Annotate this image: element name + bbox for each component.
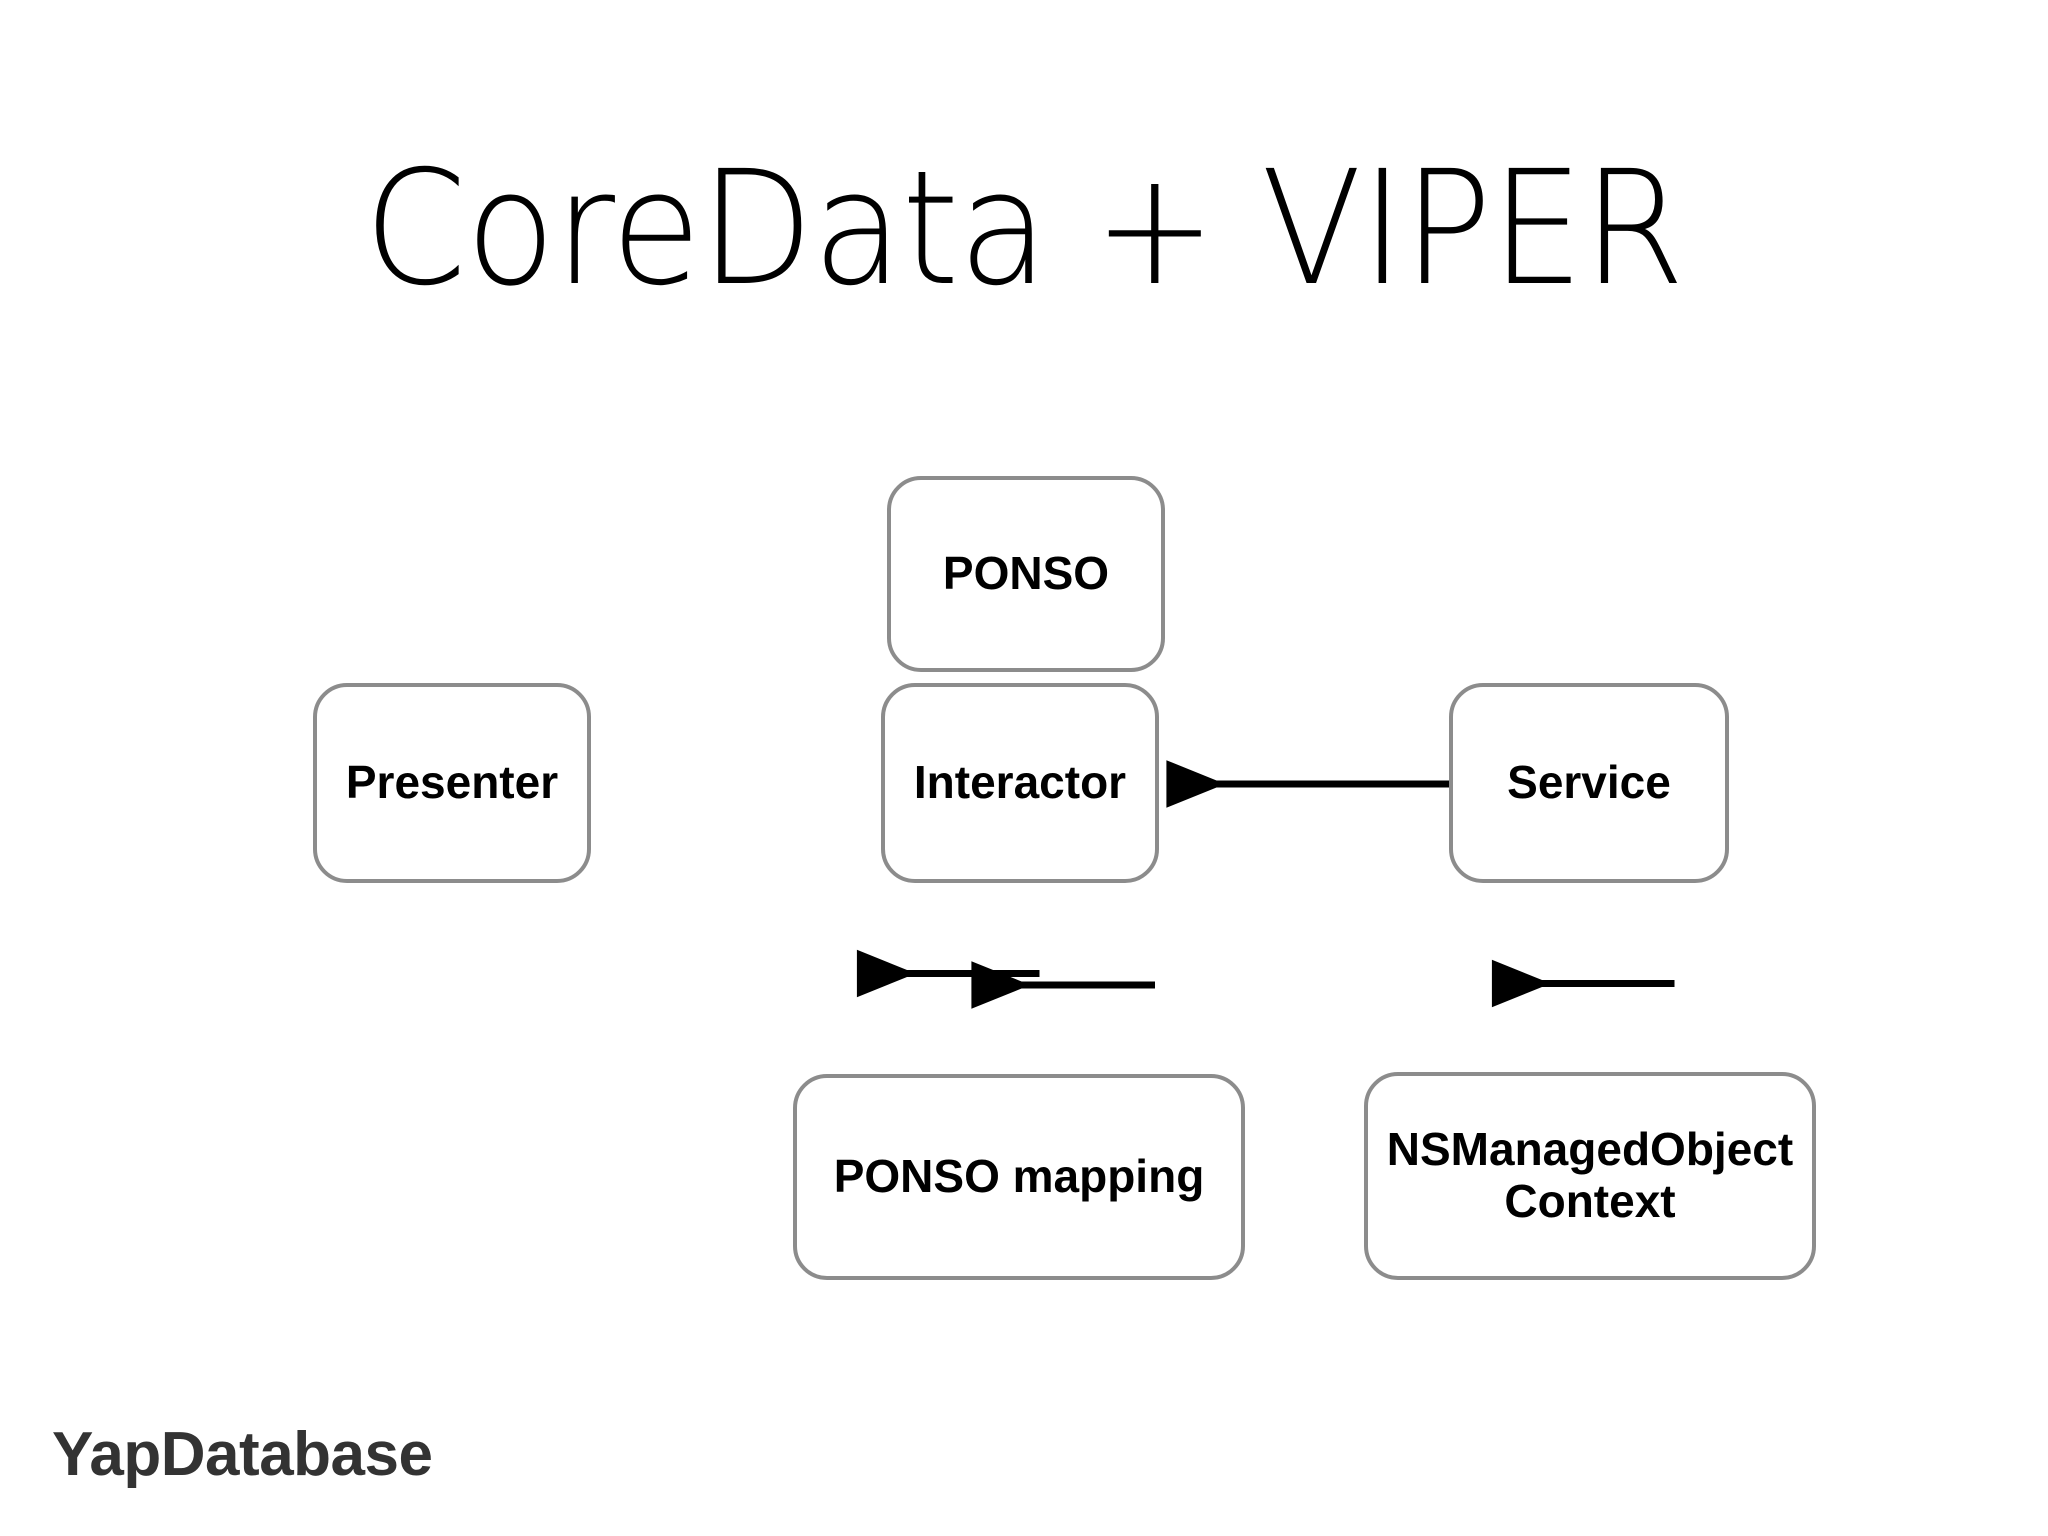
node-ponso-mapping-label: PONSO mapping <box>833 1150 1205 1203</box>
node-nsmanagedobjectcontext[interactable]: NSManagedObject Context <box>1364 1072 1816 1280</box>
footer-brand-yapdatabase: YapDatabase <box>52 1420 433 1489</box>
node-presenter[interactable]: Presenter <box>313 683 591 883</box>
node-presenter-label: Presenter <box>345 756 559 809</box>
node-ponso[interactable]: PONSO <box>887 476 1165 672</box>
node-interactor-label: Interactor <box>913 756 1127 809</box>
node-ponso-label: PONSO <box>942 547 1110 600</box>
node-service-label: Service <box>1507 756 1671 809</box>
node-interactor[interactable]: Interactor <box>881 683 1159 883</box>
node-nsmanagedobjectcontext-label: NSManagedObject Context <box>1386 1123 1794 1227</box>
node-ponso-mapping[interactable]: PONSO mapping <box>793 1074 1245 1280</box>
node-service[interactable]: Service <box>1449 683 1729 883</box>
page-title: CoreData + VIPER <box>363 137 1685 321</box>
